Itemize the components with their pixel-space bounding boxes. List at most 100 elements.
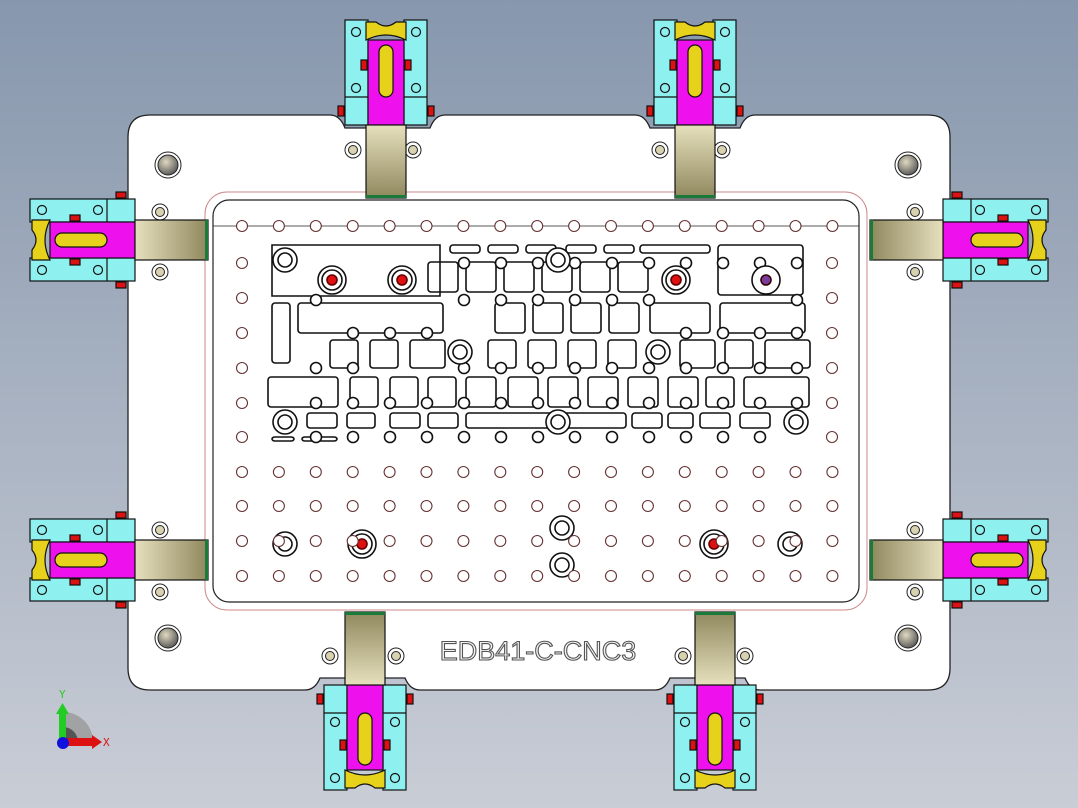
grid-hole (309, 499, 322, 513)
nest-hole (753, 361, 767, 375)
grid-hole (531, 499, 544, 513)
grid-hole (235, 534, 249, 548)
clamp-pad-tip (205, 540, 208, 580)
screw-icon (910, 267, 920, 277)
screw-icon (910, 525, 920, 535)
grid-hole (383, 534, 396, 548)
clamp-stop-icon (951, 281, 963, 289)
nest-hole (346, 361, 360, 375)
nest-hole (309, 430, 323, 444)
grid-hole (272, 499, 285, 513)
nest-pocket (607, 339, 637, 369)
grid-hole (420, 465, 433, 479)
clamp-screw-icon (659, 26, 671, 38)
clamp-screw-icon (679, 716, 691, 728)
grid-hole (457, 534, 470, 548)
toggle-clamp[interactable] (337, 19, 435, 199)
nest-pocket (617, 261, 649, 293)
toggle-clamp[interactable] (29, 511, 209, 609)
grid-hole (494, 534, 507, 548)
clamp-stop-icon (733, 739, 741, 751)
nest-hole (568, 396, 582, 410)
nest-pocket (764, 339, 811, 369)
nest-hole (679, 326, 693, 340)
locator-ring-inner (665, 269, 687, 291)
toggle-clamp[interactable] (316, 611, 414, 791)
toggle-clamp[interactable] (869, 511, 1049, 609)
clamp-handle-icon (344, 769, 386, 789)
grid-hole (789, 499, 802, 513)
clamp-stop-icon (997, 258, 1009, 266)
clamp-screw-icon (739, 716, 751, 728)
clamp-screw-icon (410, 82, 422, 94)
coordinate-triad[interactable]: Y X (56, 688, 110, 749)
nest-pocket (389, 412, 421, 429)
toggle-clamp[interactable] (29, 191, 209, 289)
counterbore-inner (650, 344, 666, 360)
nest-pocket (667, 412, 694, 429)
y-axis-arrow-icon (59, 712, 66, 742)
corner-bolts (151, 141, 924, 665)
clamp-pad-tip (675, 195, 715, 198)
grid-hole (383, 499, 396, 513)
grid-hole (715, 499, 728, 513)
clamp-slot (970, 552, 1024, 568)
grid-hole (235, 430, 249, 444)
nest-hole (605, 256, 619, 270)
nest-hole (420, 430, 434, 444)
clamp-screw-icon (719, 26, 731, 38)
nest-hole (679, 430, 693, 444)
clamp-stop-icon (646, 105, 654, 117)
clamp-pad-tip (366, 195, 406, 198)
nest-pocket (717, 244, 804, 296)
nest-pocket (465, 412, 627, 429)
clamp-stop-icon (115, 281, 127, 289)
counterbore (783, 409, 809, 435)
nest-hole (494, 256, 508, 270)
screw-icon (408, 145, 418, 155)
grid-hole (825, 291, 839, 305)
clamp-handle-icon (674, 21, 716, 41)
clamp-stop-icon (997, 534, 1009, 542)
grid-hole (678, 569, 691, 583)
clamp-slot (378, 44, 394, 98)
clamp-stop-icon (669, 59, 677, 71)
nest-pocket (427, 376, 457, 408)
grid-hole (678, 534, 691, 548)
y-axis-label: Y (59, 688, 66, 701)
x-axis-arrowhead (92, 735, 102, 749)
clamp-screw-icon (1030, 584, 1042, 596)
screw-icon (678, 651, 688, 661)
nest-hole (420, 326, 434, 340)
nest-hole (679, 396, 693, 410)
nest-hole (457, 256, 471, 270)
grid-hole (789, 219, 802, 233)
toggle-clamp[interactable] (869, 191, 1049, 289)
screw-icon (717, 145, 727, 155)
clamp-stop-icon (69, 534, 81, 542)
grid-hole (309, 219, 322, 233)
clamp-handle-icon (365, 21, 407, 41)
toggle-clamp[interactable] (646, 19, 744, 199)
grid-hole (346, 465, 359, 479)
screw-icon (655, 145, 665, 155)
clamp-slot (687, 44, 703, 98)
clamp-pad (869, 219, 944, 261)
grid-hole (715, 534, 728, 548)
toggle-clamp[interactable] (666, 611, 764, 791)
toggle-clamps[interactable] (29, 19, 1049, 791)
nest-hole (642, 396, 656, 410)
grid-hole (568, 219, 581, 233)
nest-hole (383, 326, 397, 340)
nest-hole (420, 396, 434, 410)
grid-hole (272, 219, 285, 233)
nest-hole (309, 361, 323, 375)
clamp-stop-icon (115, 191, 127, 199)
nest-hole (642, 256, 656, 270)
grid-hole (826, 499, 839, 513)
clamp-stop-icon (406, 693, 414, 705)
nest-pocket (449, 244, 481, 254)
counterbore (549, 515, 575, 541)
nest-hole (716, 430, 730, 444)
